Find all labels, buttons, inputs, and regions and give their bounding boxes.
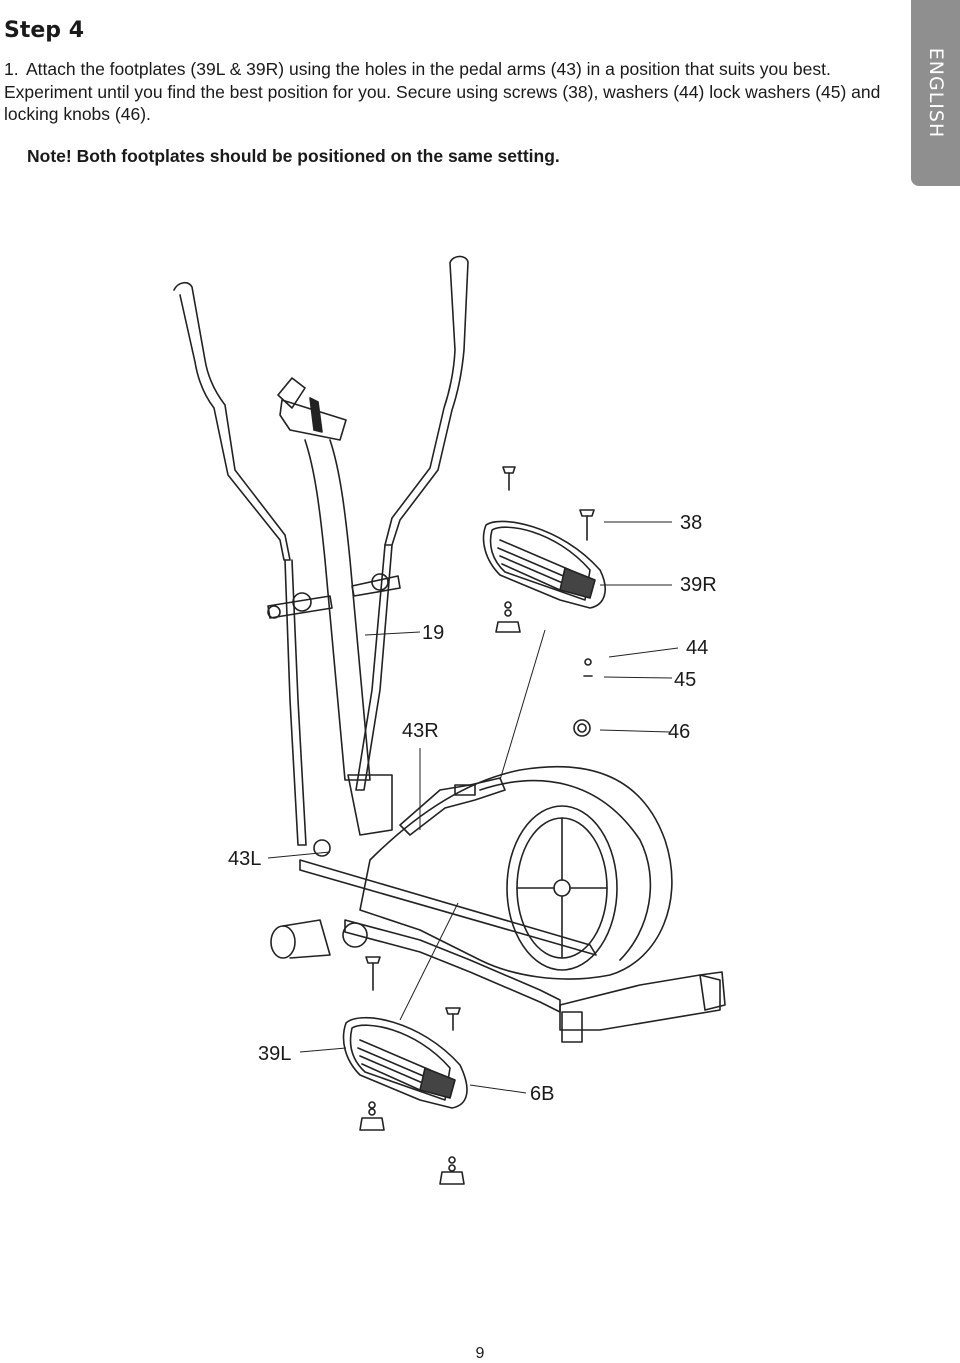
- instruction-number: 1.: [4, 59, 19, 79]
- callout-39r: 39R: [680, 574, 717, 596]
- callout-43l: 43L: [228, 848, 262, 870]
- callout-39l: 39L: [258, 1043, 292, 1065]
- callout-45: 45: [674, 669, 697, 691]
- console-mast: [277, 377, 393, 836]
- instruction-text: Attach the footplates (39L & 39R) using …: [4, 59, 881, 124]
- callout-43r: 43R: [402, 720, 439, 742]
- leader-lines: [267, 521, 679, 1094]
- step-title: Step 4: [4, 18, 84, 43]
- callout-44: 44: [686, 637, 709, 659]
- note-text: Note! Both footplates should be position…: [27, 146, 560, 166]
- instruction-item: 1.Attach the footplates (39L & 39R) usin…: [4, 58, 884, 126]
- right-handlebar: [355, 255, 469, 791]
- hardware: [359, 466, 595, 1185]
- left-handlebar: [173, 281, 307, 846]
- crossbar: [267, 573, 401, 619]
- callout-46: 46: [668, 721, 691, 743]
- footplate-left: [342, 1016, 468, 1109]
- callout-19: 19: [422, 622, 445, 644]
- callout-38: 38: [680, 512, 703, 534]
- page-number: 9: [475, 1345, 485, 1362]
- footplate-right: [482, 520, 606, 609]
- base-frame: [270, 839, 726, 1043]
- language-tab: ENGLISH: [911, 0, 960, 186]
- flywheel-shroud: [359, 765, 673, 980]
- callout-6b: 6B: [530, 1083, 555, 1105]
